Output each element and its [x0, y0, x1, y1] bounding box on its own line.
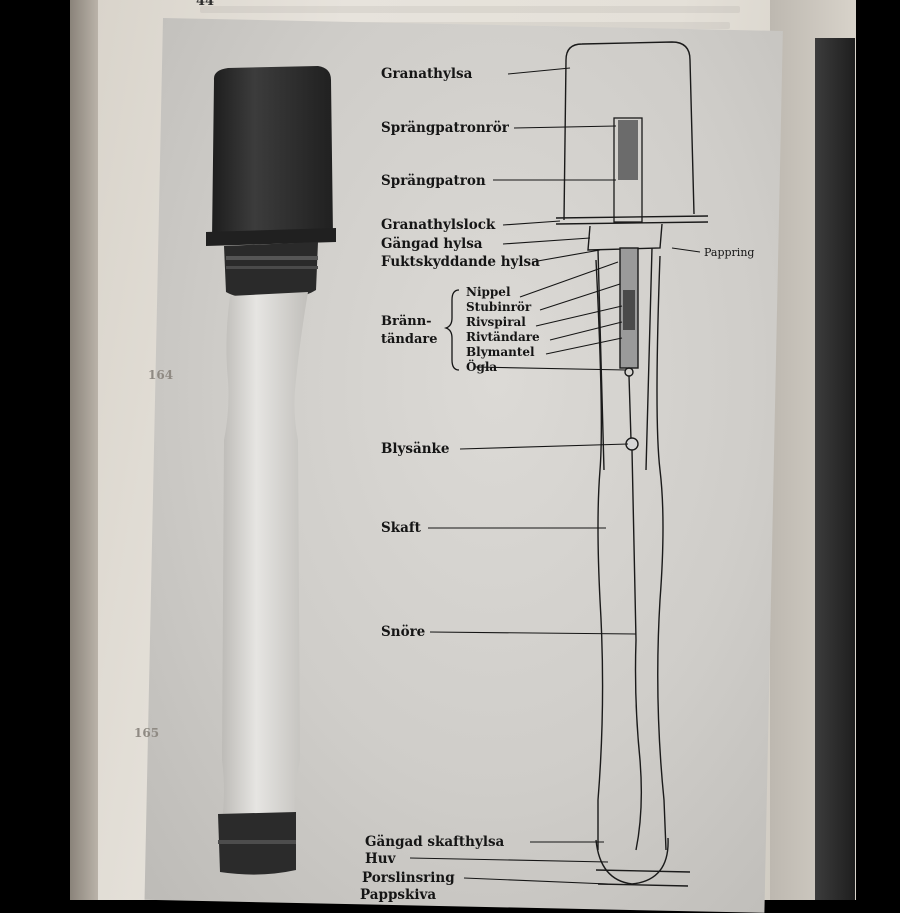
label-gangad-hylsa: Gängad hylsa [381, 236, 483, 252]
label-blysanke: Blysänke [381, 441, 450, 457]
cutaway-shaft-left [595, 259, 604, 850]
cutaway-loop [624, 367, 634, 377]
label-rivspiral: Rivspiral [466, 315, 526, 329]
label-pappskiva: Pappskiva [360, 887, 437, 903]
end-cap-thread [218, 840, 296, 844]
label-rivtandare: Rivtändare [466, 330, 540, 344]
grenade-head-lip [206, 228, 336, 246]
margin-number-165: 165 [134, 726, 160, 740]
grenade-photo [206, 66, 336, 875]
label-granathylsa: Granathylsa [381, 66, 473, 82]
cap-thread-2 [226, 266, 318, 269]
screw-cap-collar [224, 242, 318, 300]
grenade-head [212, 66, 333, 240]
label-skaft: Skaft [381, 520, 421, 536]
label-blymantel: Blymantel [466, 345, 535, 359]
label-porslinsring: Porslinsring [362, 870, 455, 886]
label-gangad-skafthylsa: Gängad skafthylsa [365, 834, 505, 850]
grenade-shaft [222, 292, 308, 822]
label-sprangpatronror: Sprängpatronrör [381, 120, 509, 136]
leader-lines [409, 67, 701, 885]
cutaway-head-outline [565, 41, 695, 215]
margin-number-164: 164 [148, 368, 174, 382]
cutaway-cord [628, 375, 632, 441]
label-bracket [443, 289, 460, 371]
grenade-cutaway [555, 41, 709, 887]
cutaway-detonator-tube [613, 117, 643, 223]
label-stubinror: Stubinrör [466, 300, 532, 314]
label-nippel: Nippel [466, 285, 511, 299]
label-snore: Snöre [381, 624, 426, 640]
cutaway-lid [555, 215, 709, 225]
label-pappring: Pappring [704, 246, 755, 259]
cutaway-moisture-sleeve [597, 247, 653, 471]
cutaway-detonator [618, 120, 638, 180]
cutaway-base [595, 869, 691, 887]
label-huv: Huv [365, 851, 396, 867]
cap-thread-1 [226, 256, 318, 260]
label-granathylslock: Granathylslock [381, 217, 496, 233]
cutaway-fuse-spiral [623, 290, 635, 330]
facing-page-photo [815, 38, 855, 900]
cutaway-threaded-sleeve [587, 223, 663, 251]
label-sprangpatron: Sprängpatron [381, 173, 486, 189]
label-ogla: Ögla [466, 360, 498, 374]
page-number: 44 [196, 0, 215, 9]
cutaway-end-cap [595, 837, 669, 885]
label-brann-tandare: Bränn-tändare [381, 314, 438, 347]
label-fuktskyddande-hylsa: Fuktskyddande hylsa [381, 254, 540, 270]
cutaway-shaft-right [656, 255, 667, 851]
